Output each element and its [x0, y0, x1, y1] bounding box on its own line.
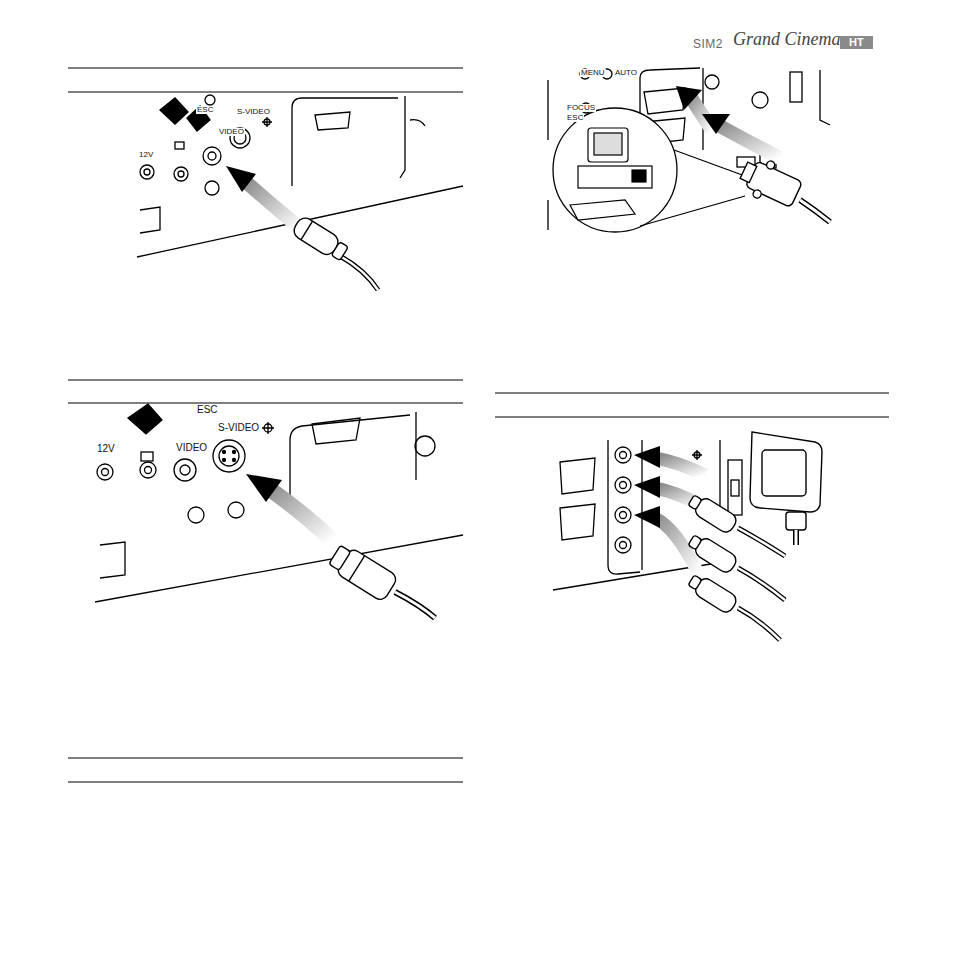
arrowhead	[702, 114, 730, 134]
insert-arrow	[246, 182, 300, 228]
jack-label: VIDEO	[218, 128, 245, 136]
arrowhead	[246, 474, 282, 502]
arrowhead	[634, 506, 660, 528]
jack-label: 12V	[138, 151, 154, 159]
product-name: Grand Cinema	[733, 30, 841, 48]
jack-label: S-VIDEO	[217, 423, 260, 433]
button-label: AUTO	[614, 69, 638, 77]
rca-plugs	[686, 492, 785, 640]
insert-arrow	[655, 458, 705, 475]
vga-plug	[735, 152, 830, 222]
video-panel	[137, 95, 463, 257]
brand-name: SIM2	[693, 38, 723, 50]
button-label: FOCUS	[566, 104, 596, 112]
button-label: ESC	[196, 405, 219, 415]
svideo-panel	[95, 404, 463, 602]
button-label: MENU	[580, 69, 606, 77]
component-panel	[553, 440, 742, 590]
arrowhead	[634, 476, 660, 498]
vga-panel	[548, 68, 830, 232]
section-rules	[68, 68, 889, 782]
button-label: ESC	[196, 106, 214, 114]
computer-icon	[570, 128, 652, 220]
insert-arrow	[268, 488, 332, 540]
arrowhead	[226, 166, 256, 192]
jack-label: VIDEO	[175, 443, 208, 453]
insert-arrow	[718, 125, 780, 158]
arrowhead	[676, 86, 702, 110]
arrowhead	[634, 446, 660, 468]
button-label: ESC	[566, 114, 584, 122]
jack-label: S-VIDEO	[236, 108, 271, 116]
model-badge: HT	[840, 36, 873, 49]
jack-label: 12V	[96, 444, 116, 454]
svideo-plug	[327, 542, 435, 618]
power-plug	[750, 432, 822, 545]
insert-arrow	[690, 96, 712, 130]
rca-plug	[291, 215, 378, 290]
